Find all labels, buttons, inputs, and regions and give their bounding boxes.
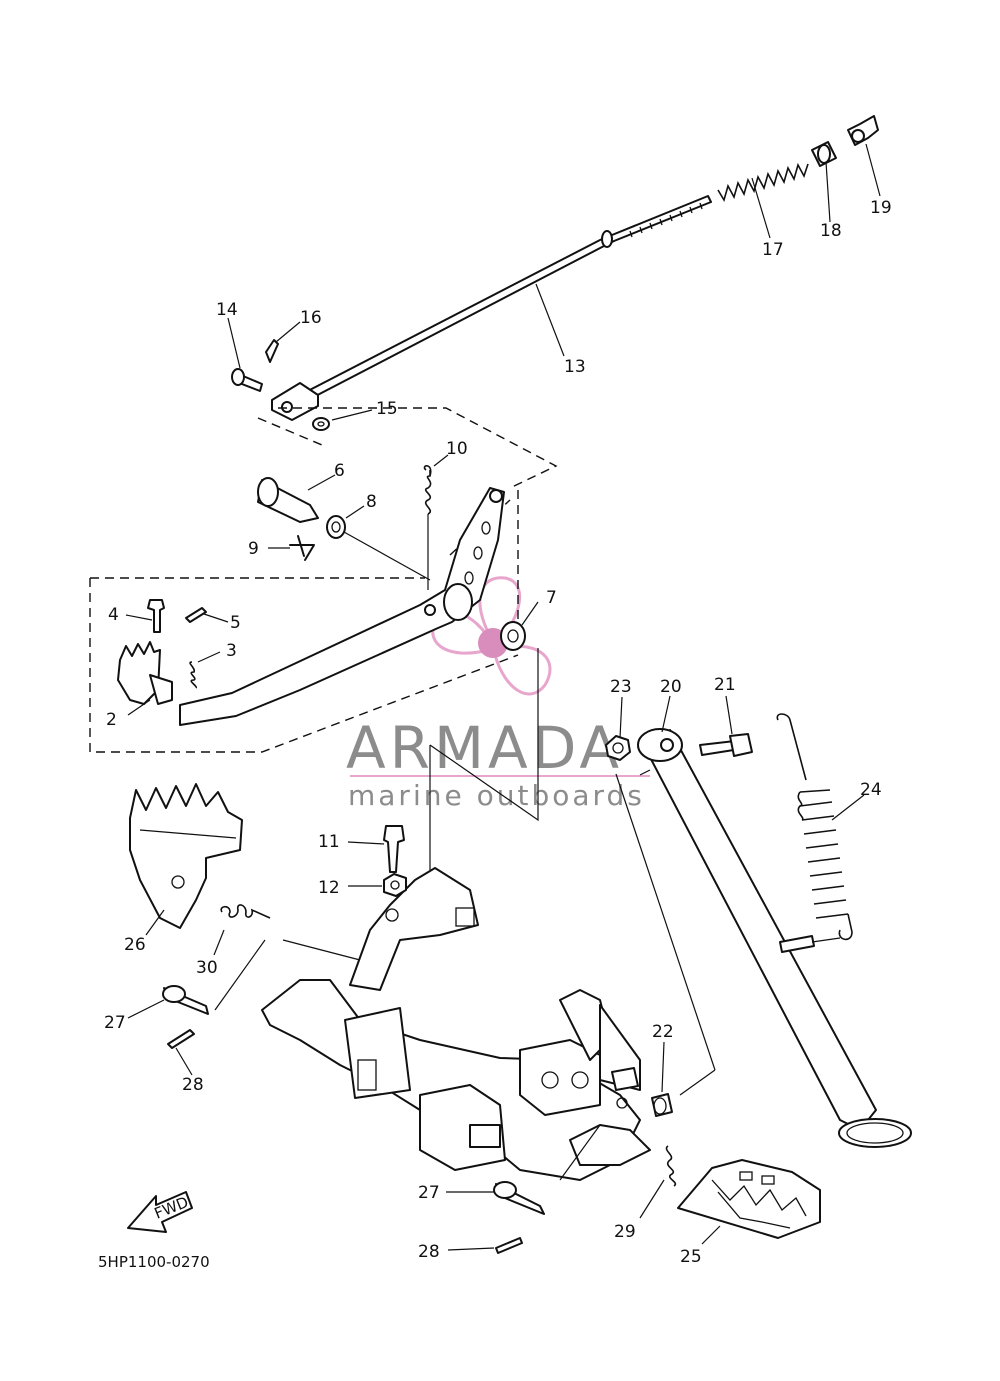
callout-9: 9 (248, 539, 259, 559)
callout-15: 15 (376, 399, 398, 419)
callout-8: 8 (366, 492, 377, 512)
arrow-left-icon: FWD (127, 1191, 193, 1233)
callout-26: 26 (124, 935, 146, 955)
watermark-title: ARMADA (346, 714, 623, 782)
drawing-code: 5HP1100-0270 (98, 1253, 210, 1271)
callout-11: 11 (318, 832, 340, 852)
callout-28b: 28 (418, 1242, 440, 1262)
callout-2: 2 (106, 710, 117, 730)
brake-pedal-group (89, 465, 539, 822)
callout-18: 18 (820, 221, 842, 241)
callout-labels: 2 3 4 5 6 7 8 9 10 11 12 13 14 15 16 17 … (104, 198, 892, 1267)
callout-25: 25 (680, 1247, 702, 1267)
callout-6: 6 (334, 461, 345, 481)
callout-19: 19 (870, 198, 892, 218)
watermark-subtitle: marine outboards (348, 779, 645, 812)
callout-4: 4 (108, 605, 119, 625)
callout-16: 16 (300, 308, 322, 328)
callout-22: 22 (652, 1022, 674, 1042)
footrests (129, 783, 821, 1254)
sidestand-group (605, 713, 912, 1148)
brake-rod-assembly (231, 115, 879, 489)
callout-24: 24 (860, 780, 882, 800)
frame-section (214, 745, 651, 1181)
callout-7: 7 (546, 588, 557, 608)
callout-5: 5 (230, 613, 241, 633)
callout-3: 3 (226, 641, 237, 661)
callout-27b: 27 (418, 1183, 440, 1203)
callout-21: 21 (714, 675, 736, 695)
callout-13: 13 (564, 357, 586, 377)
callout-23: 23 (610, 677, 632, 697)
leader-lines (125, 143, 881, 1251)
callout-28a: 28 (182, 1075, 204, 1095)
callout-20: 20 (660, 677, 682, 697)
callout-10: 10 (446, 439, 468, 459)
callout-17: 17 (762, 240, 784, 260)
callout-12: 12 (318, 878, 340, 898)
callout-30: 30 (196, 958, 218, 978)
callout-14: 14 (216, 300, 238, 320)
callout-27a: 27 (104, 1013, 126, 1033)
watermark-logo: ARMADA marine outboards (346, 576, 650, 812)
callout-29: 29 (614, 1222, 636, 1242)
